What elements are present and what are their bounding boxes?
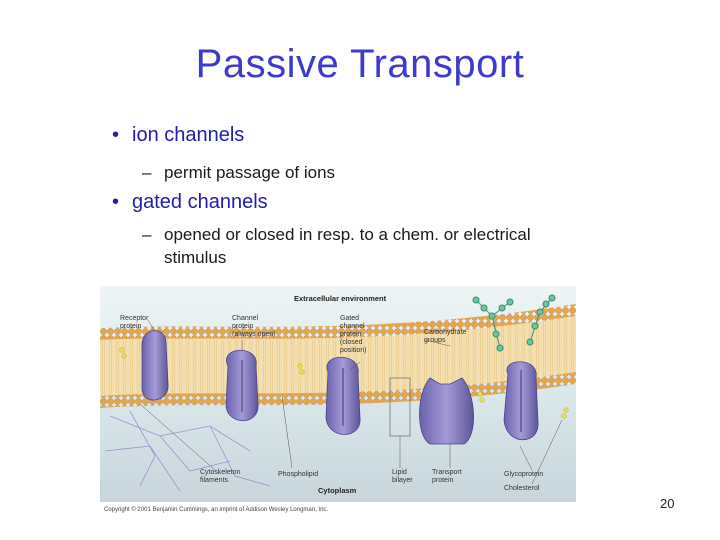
bullet-text: ion channels — [132, 124, 245, 146]
bullet-dot: • — [112, 124, 120, 146]
figure-copyright: Copyright © 2001 Benjamin Cummings, an i… — [104, 507, 329, 513]
cholesterol-molecules — [119, 347, 569, 419]
label-receptor-protein: Receptor protein — [120, 315, 150, 330]
sub-bullet-text: opened or closed in resp. to a chem. or … — [164, 225, 531, 244]
membrane-diagram: Extracellular environment Receptor prote… — [100, 286, 576, 502]
leader-lines — [139, 319, 563, 485]
sub-bullet-dash: – — [142, 163, 152, 182]
label-gated-channel: Gated channel protein (closed position) — [340, 315, 366, 354]
sub-bullet-opened-or-closed: –opened or closed in resp. to a chem. or… — [142, 223, 531, 269]
label-phospholipid: Phospholipid — [278, 471, 318, 478]
label-carbohydrate-groups: Carbohydrate groups — [424, 329, 468, 344]
label-lipid-bilayer: Lipid bilayer — [392, 469, 413, 484]
lipid-bilayer — [100, 304, 576, 408]
carbohydrate-groups — [472, 294, 556, 352]
label-cholesterol: Cholesterol — [504, 485, 540, 492]
sub-bullet-permit-passage: –permit passage of ions — [142, 161, 335, 184]
label-cytoplasm: Cytoplasm — [318, 486, 357, 495]
sub-bullet-text-continued: stimulus — [164, 248, 227, 267]
cytoskeleton-filaments — [104, 410, 271, 492]
label-glycoprotein: Glycoprotein — [504, 471, 543, 478]
transport-protein-shape — [419, 377, 474, 445]
sub-bullet-text: permit passage of ions — [164, 163, 336, 182]
slide-number: 20 — [660, 496, 675, 511]
label-channel-protein: Channel protein (always open) — [232, 315, 276, 338]
label-transport-protein: Transport protein — [432, 469, 464, 484]
bullet-gated-channels: • gated channels — [112, 191, 268, 214]
sub-bullet-dash: – — [142, 225, 152, 244]
protein-pores — [241, 360, 522, 432]
slide-title: Passive Transport — [195, 42, 525, 86]
bullet-text: gated channels — [132, 191, 268, 213]
bullet-dot: • — [112, 191, 120, 213]
label-cytoskeleton: Cytoskeleton filaments — [200, 469, 242, 484]
receptor-protein-shape — [141, 330, 169, 401]
membrane-figure: Extracellular environment Receptor prote… — [100, 286, 576, 502]
bullet-ion-channels: • ion channels — [112, 124, 244, 147]
label-extracellular: Extracellular environment — [294, 294, 387, 303]
